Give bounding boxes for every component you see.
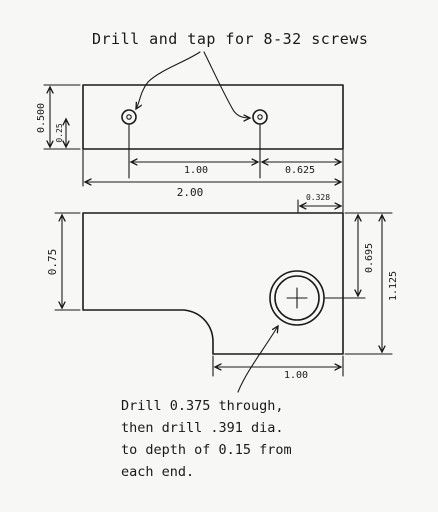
bottom-note-line-1: Drill 0.375 through,: [121, 398, 284, 414]
dim-bore-height-label: 0.695: [364, 243, 375, 273]
dim-bottom-width-label: 1.00: [284, 370, 308, 381]
dim-overall-length-label: 2.00: [177, 186, 204, 199]
dim-hole-spacing-label: 1.00: [184, 165, 208, 176]
dim-end-offset-label: 0.328: [306, 193, 330, 202]
side-view-outline: [82, 212, 344, 355]
dim-left-height-label: 0.75: [46, 249, 59, 276]
dim-hole-offset-label: 0.25: [55, 123, 64, 142]
bottom-note-line-4: each end.: [121, 464, 195, 480]
dim-hole-to-edge-label: 0.625: [285, 165, 315, 176]
counterbore-hole: [269, 270, 325, 326]
tapped-hole-left: [121, 109, 137, 125]
top-note: Drill and tap for 8-32 screws: [92, 30, 369, 48]
leader-right-hole: [203, 51, 250, 118]
bottom-note: Drill 0.375 through, then drill .391 dia…: [121, 395, 292, 483]
dim-overall-height-label: 1.125: [388, 271, 399, 301]
dim-top-height-label: 0.500: [36, 103, 47, 133]
leader-left-hole: [136, 51, 201, 109]
top-view-outline: [82, 84, 344, 150]
leader-counterbore: [237, 326, 278, 393]
tapped-hole-right: [252, 109, 268, 125]
bottom-note-line-2: then drill .391 dia.: [121, 420, 284, 436]
bottom-note-line-3: to depth of 0.15 from: [121, 442, 292, 458]
